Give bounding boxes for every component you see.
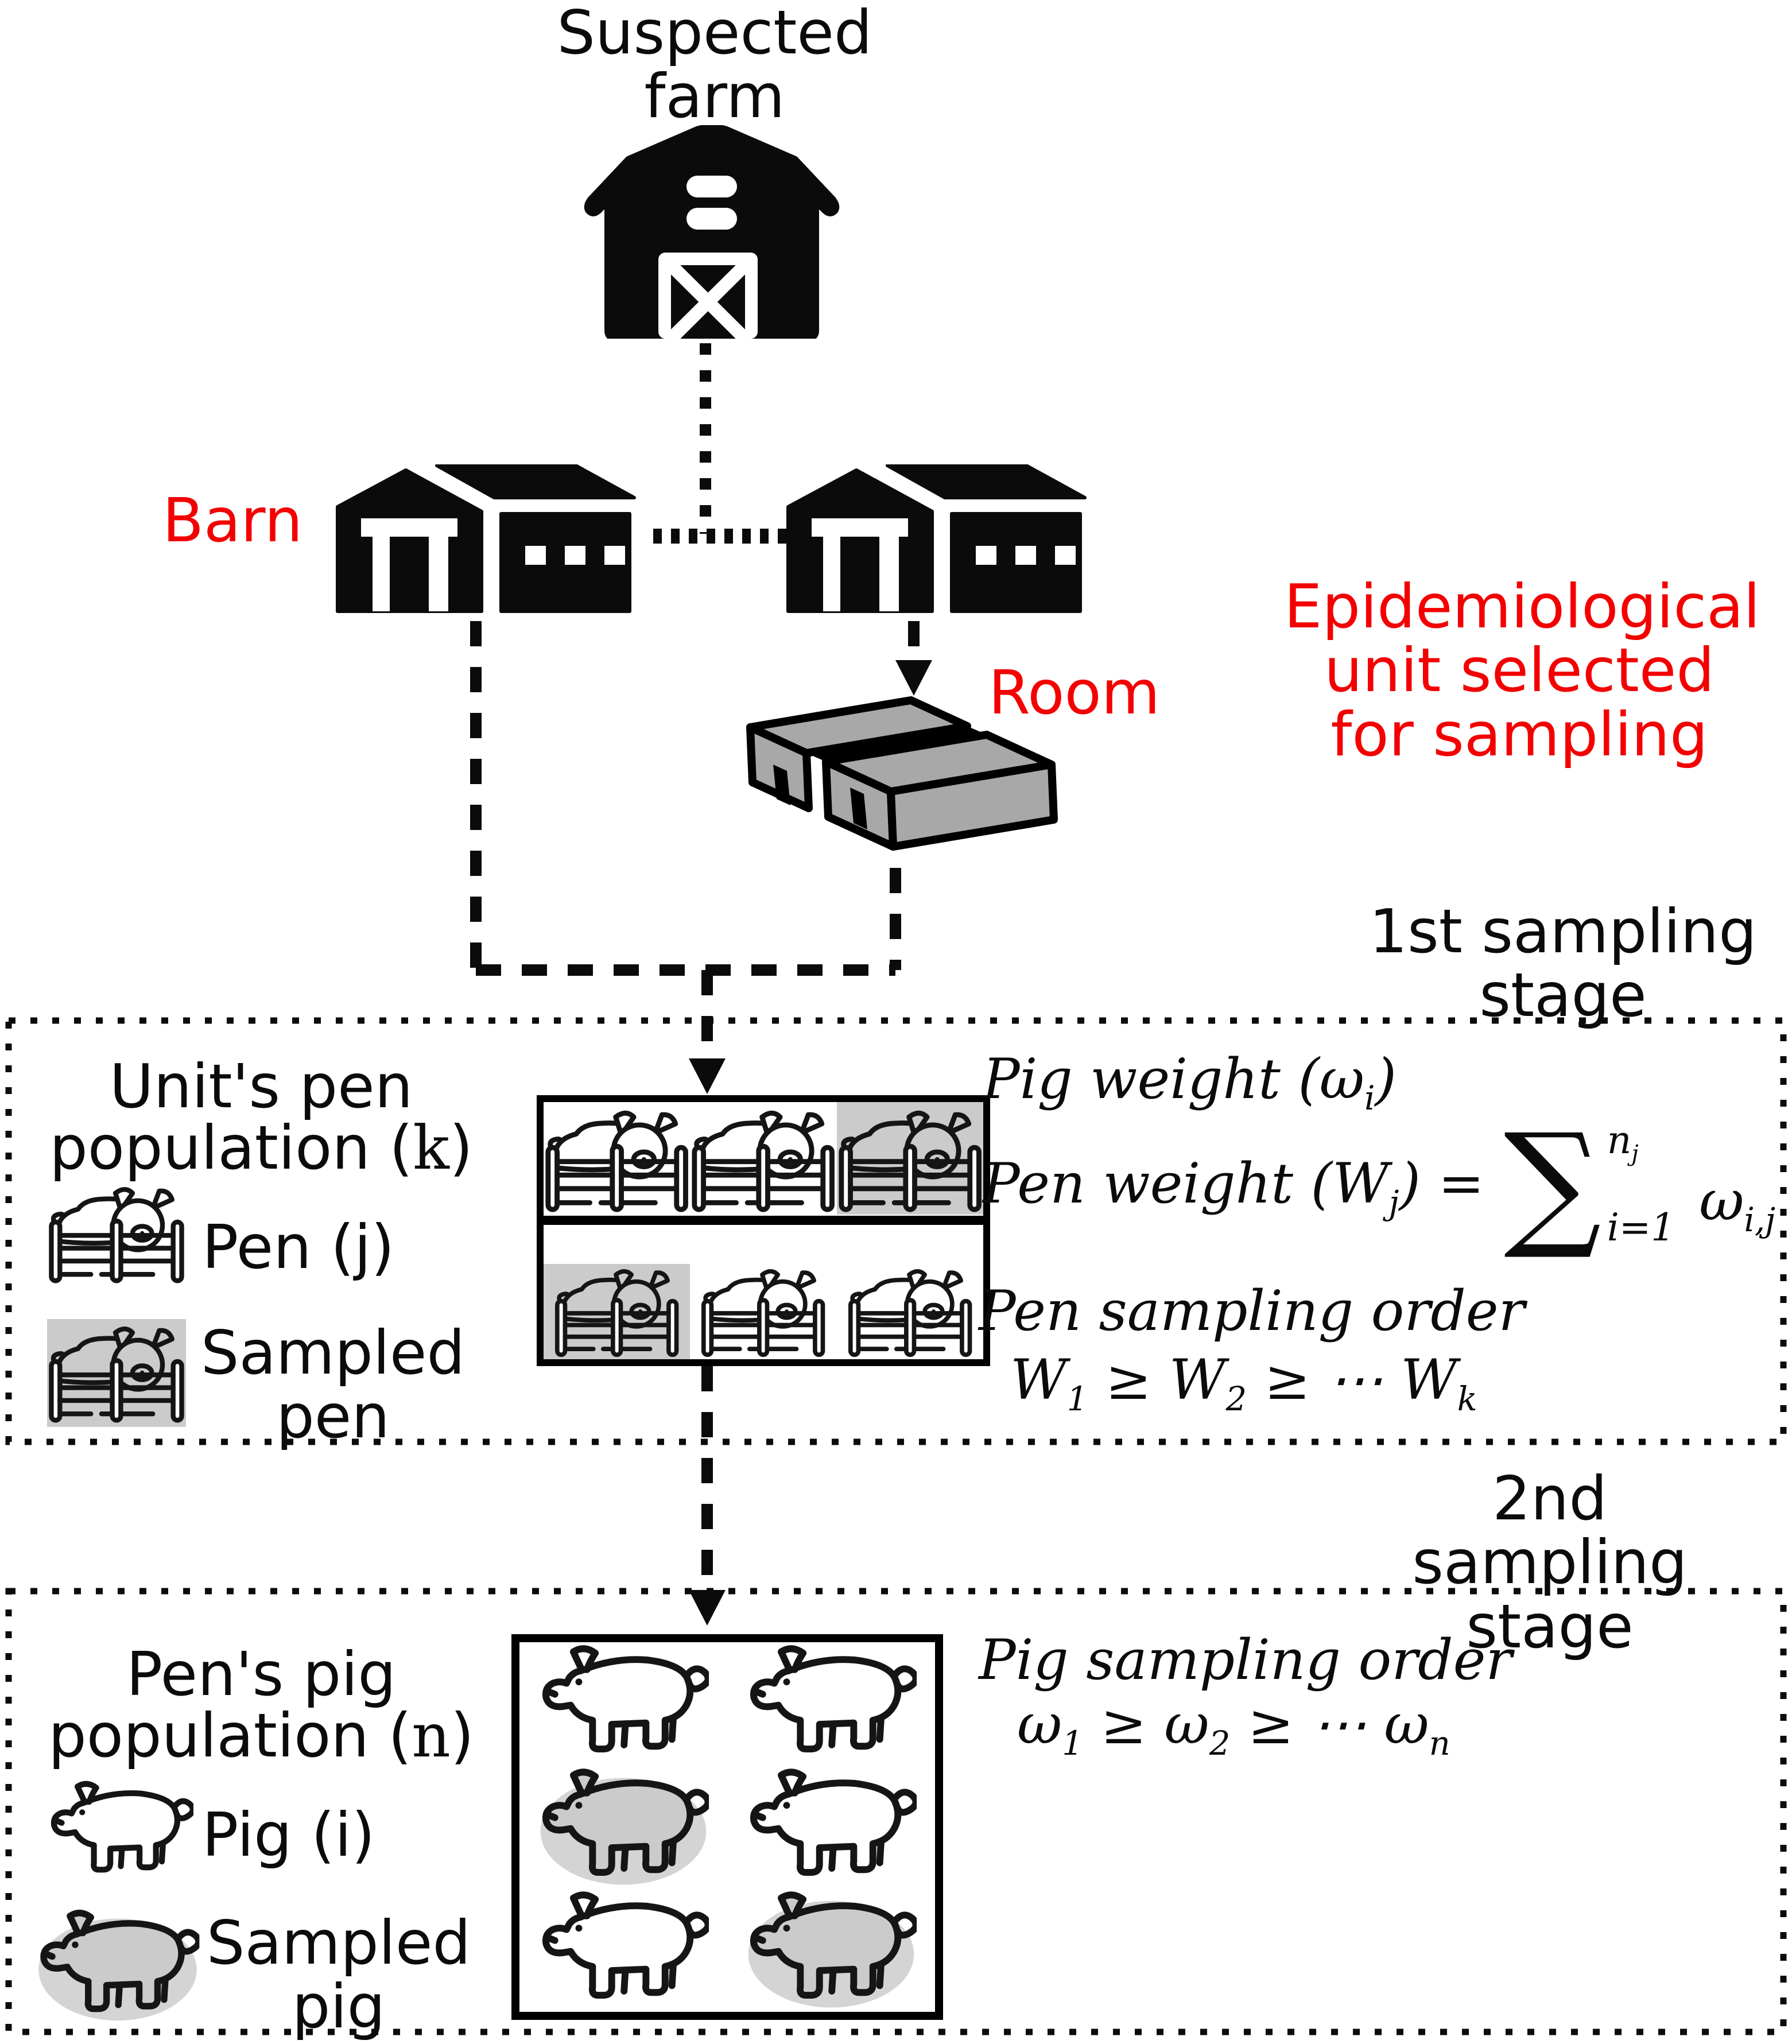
sampled-pen-legend-icon [47, 1319, 186, 1427]
arrowhead-pen-box [689, 1058, 726, 1094]
pen-cell [690, 1102, 836, 1215]
summation-lower-limit: i=1 [1607, 1205, 1675, 1250]
summation-limits: nj i=1 [1607, 1118, 1675, 1250]
pig-legend-icon [47, 1778, 193, 1884]
pen-row [544, 1264, 983, 1359]
pen-weight-lhs: Pen weight (Wj) = [983, 1151, 1484, 1223]
summation-symbol: ∑ [1503, 1104, 1601, 1264]
arrowhead-pig-box [689, 1590, 726, 1626]
pen-legend-icon [47, 1181, 186, 1286]
sampled-pen-cell [544, 1264, 691, 1359]
pig-weight-formula: Pig weight (ωi) [983, 1047, 1397, 1118]
sampled-pig-legend-icon [34, 1907, 201, 2024]
warehouse-barn-icon-right [786, 464, 1099, 614]
warehouse-barn-icon-left [336, 464, 649, 614]
sampled-pig-cell [727, 1888, 935, 2012]
pen-cell [544, 1102, 690, 1215]
summation-upper-limit: nj [1607, 1118, 1639, 1167]
pen-weight-formula: Pen weight (Wj) = ∑ nj i=1 ωi,j [983, 1112, 1775, 1256]
pig-sampling-order-title: Pig sampling order [979, 1628, 1512, 1692]
stage1-label: 1st sampling stage [1369, 897, 1757, 1031]
stage2-title-line2: population (n) [48, 1701, 474, 1771]
pen-cell [690, 1264, 836, 1359]
stage2-label: 2nd sampling stage [1412, 1464, 1688, 1662]
sampled-pig-legend-label: Sampled pig [206, 1908, 471, 2042]
arrowhead-room [895, 660, 932, 696]
summation-body: ωi,j [1699, 1169, 1776, 1240]
epidemiological-unit-note: Epidemiological unit selected for sampli… [1284, 572, 1760, 770]
stage2-box-border [5, 1588, 1787, 2035]
suspected-farm-label: Suspected farm [557, 0, 872, 132]
pig-cell [519, 1642, 727, 1766]
barn-label: Barn [162, 486, 303, 556]
room-label: Room [988, 658, 1161, 728]
stage1-title-line1: Unit's pen [109, 1052, 413, 1122]
stage1-title-line2: population (k) [49, 1113, 473, 1183]
barn-farm-icon [579, 125, 845, 339]
pig-cell [519, 1888, 727, 2012]
pen-cell [837, 1264, 983, 1359]
pen-legend-label: Pen (j) [202, 1212, 395, 1282]
pen-sampling-order-title: Pen sampling order [979, 1279, 1525, 1343]
stage2-title-line1: Pen's pig [126, 1639, 397, 1709]
sampled-pen-legend-label: Sampled pen [200, 1318, 466, 1452]
sampled-pig-cell [519, 1766, 727, 1889]
pig-legend-label: Pig (i) [202, 1800, 375, 1870]
pen-row [544, 1102, 983, 1215]
pig-grid [511, 1634, 943, 2020]
sampled-pen-cell [836, 1102, 983, 1215]
pig-sampling-order-formula: ω1 ≥ ω2 ≥ ⋯ ωn [1017, 1692, 1450, 1763]
room-slab-icon [743, 695, 1065, 867]
pen-diagram [537, 1095, 990, 1366]
pen-sampling-order-formula: W1 ≥ W2 ≥ ⋯ Wk [1010, 1348, 1477, 1419]
stage1-box-border [5, 1017, 1787, 1445]
pig-cell [727, 1766, 935, 1889]
pen-corridor-divider [544, 1216, 983, 1225]
pig-cell [727, 1642, 935, 1766]
